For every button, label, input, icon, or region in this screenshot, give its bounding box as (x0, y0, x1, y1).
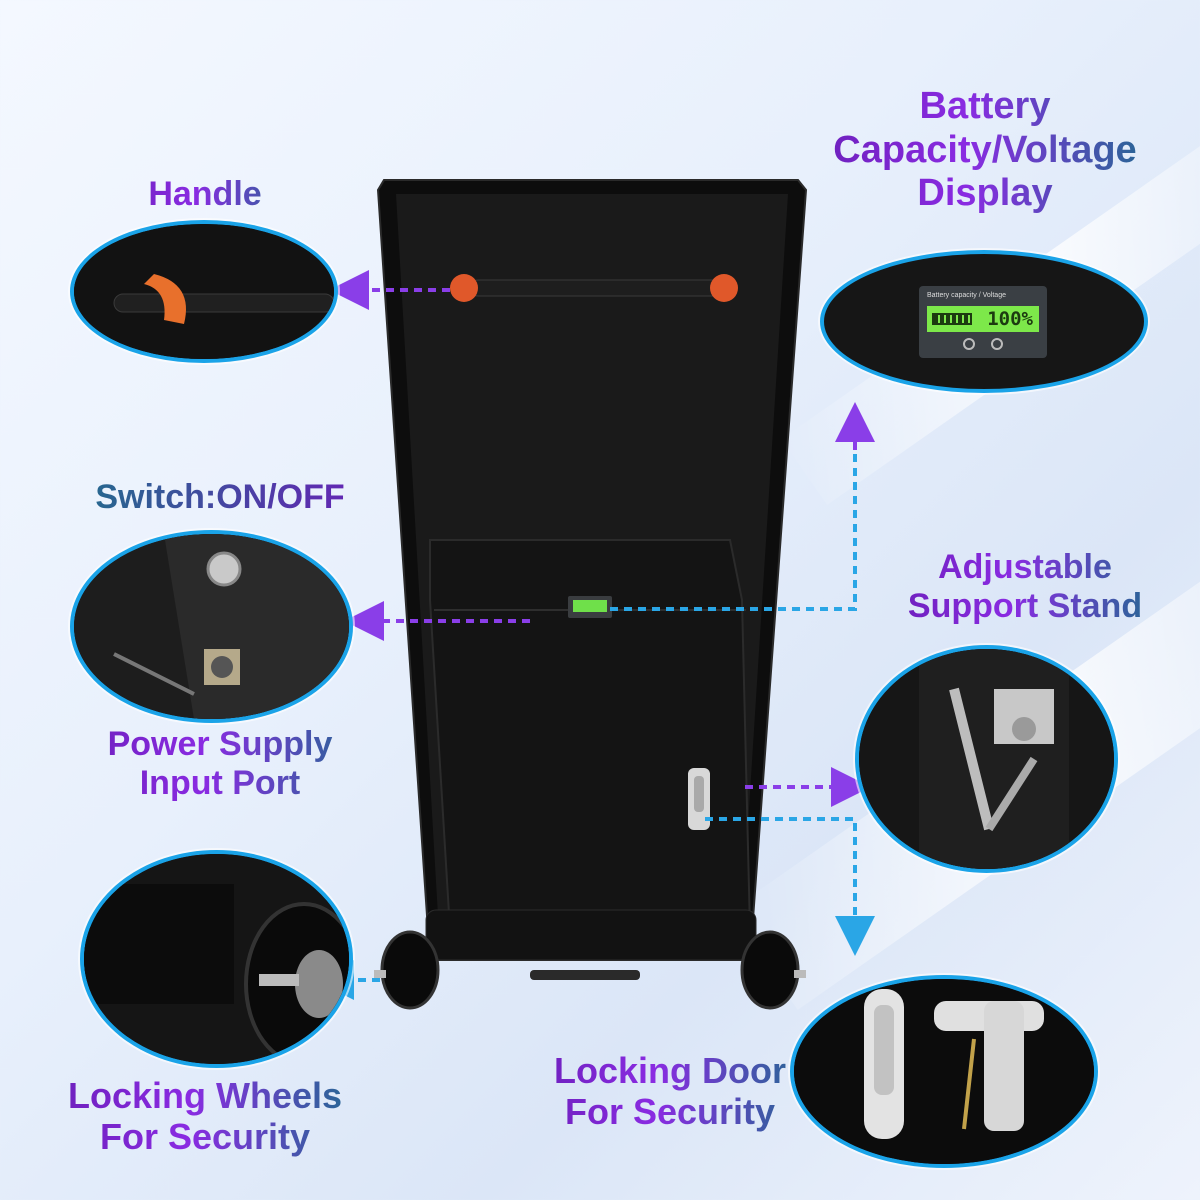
power-label: Power Supply Input Port (60, 725, 380, 803)
lcd-reading: 100% (987, 308, 1033, 330)
wheel-closeup (80, 850, 353, 1068)
power-label-line1: Power Supply (107, 725, 333, 763)
door-lock-closeup (790, 975, 1098, 1168)
handle-closeup (70, 220, 338, 363)
battery-label: Battery Capacity/Voltage Display (800, 85, 1170, 216)
stand-label: Adjustable Support Stand (880, 548, 1170, 626)
battery-cart (370, 170, 810, 1050)
lcd-module: Battery capacity / Voltage 100% (919, 286, 1047, 358)
wheels-label-line2: For Security (99, 1116, 311, 1158)
battery-bar-icon (932, 313, 972, 325)
switch-label: Switch:ON/OFF (60, 478, 380, 517)
battery-label-line3: Display (917, 172, 1053, 215)
lcd-button-icon (963, 338, 975, 350)
wheels-label: Locking Wheels For Security (40, 1075, 370, 1158)
door-label-line1: Locking Door (554, 1050, 786, 1091)
door-label: Locking Door For Security (520, 1050, 820, 1133)
switch-port-closeup (70, 530, 353, 723)
support-stand-closeup (855, 645, 1118, 873)
lcd-refresh-icon (991, 338, 1003, 350)
door-label-line2: For Security (564, 1091, 776, 1133)
handle-label: Handle (100, 175, 310, 214)
battery-label-line2: Capacity/Voltage (833, 128, 1137, 171)
wheels-label-line1: Locking Wheels (67, 1075, 343, 1116)
lcd-title: Battery capacity / Voltage (927, 292, 1006, 299)
battery-display-closeup: Battery capacity / Voltage 100% (820, 250, 1148, 393)
power-label-line2: Input Port (139, 764, 301, 803)
lcd-screen: 100% (927, 306, 1039, 332)
stand-label-line2: Support Stand (907, 587, 1143, 626)
stand-label-line1: Adjustable (938, 548, 1112, 586)
battery-label-line1: Battery (919, 85, 1051, 127)
